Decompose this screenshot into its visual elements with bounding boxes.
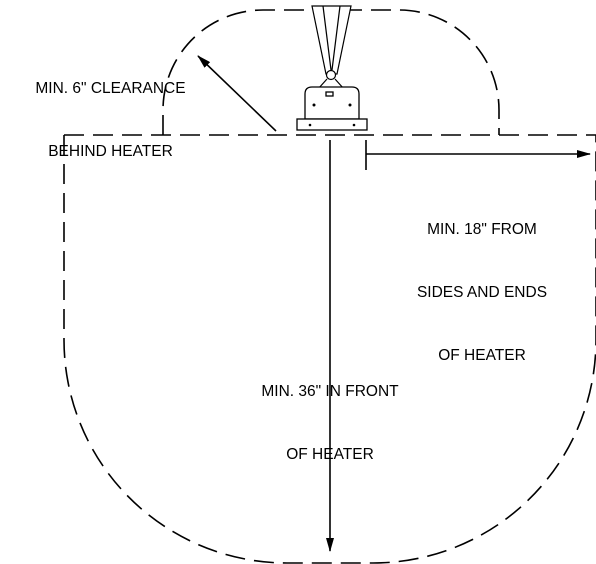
front-clearance-label: MIN. 36" IN FRONT OF HEATER (238, 339, 422, 507)
heater-bracket (311, 5, 352, 90)
rear-clearance-arrow (197, 55, 277, 132)
rear-clearance-label-line: MIN. 6" CLEARANCE (35, 80, 186, 97)
heater-unit (296, 86, 368, 131)
front-clearance-label-line: OF HEATER (286, 446, 374, 463)
rear-clearance-label: MIN. 6" CLEARANCE BEHIND HEATER (9, 36, 212, 204)
front-clearance-label-line: MIN. 36" IN FRONT (261, 383, 399, 400)
side-clearance-label-line: MIN. 18" FROM (427, 221, 537, 238)
rear-clearance-label-line: BEHIND HEATER (48, 143, 173, 160)
side-clearance-label-line: SIDES AND ENDS (416, 284, 548, 301)
side-clearance-label: MIN. 18" FROM SIDES AND ENDS OF HEATER (396, 177, 568, 408)
front-clearance-boundary (63, 135, 596, 564)
side-clearance-label-line: OF HEATER (438, 347, 526, 364)
